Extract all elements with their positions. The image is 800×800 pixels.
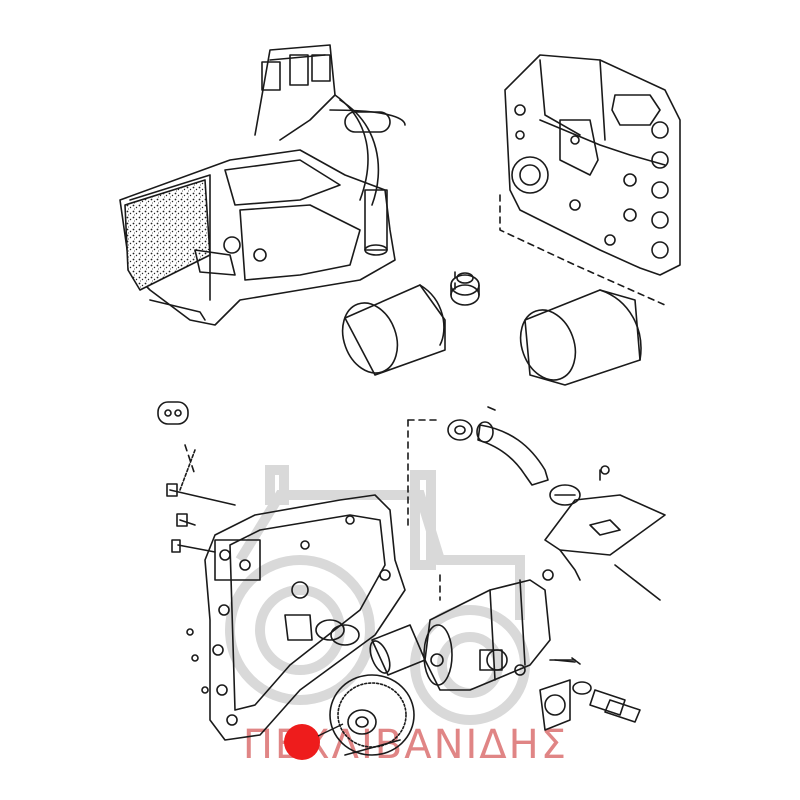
marker-leader-line xyxy=(317,723,344,737)
hydraulic-gear-pump xyxy=(423,579,576,731)
side-cover xyxy=(124,179,211,291)
filter-adapter xyxy=(450,272,480,306)
callout-marker xyxy=(284,723,344,760)
red-dot-icon xyxy=(284,724,320,760)
drive-gear xyxy=(329,674,415,756)
transmission-housing xyxy=(119,44,406,326)
watermark: ΠΕΧΛΙΒΑΝΙΔΗΣ xyxy=(225,465,566,768)
oil-filter xyxy=(341,284,446,376)
assembly-guide-lines xyxy=(454,194,666,306)
spare-oil-filter xyxy=(519,289,642,386)
seal-rings-and-pins xyxy=(554,657,641,723)
lower-assembly-guide-lines xyxy=(184,419,441,601)
hydraulic-valve-block xyxy=(504,54,681,276)
suction-pipe xyxy=(447,419,581,581)
connector-plate xyxy=(157,401,196,491)
bracket-plate xyxy=(544,494,666,601)
hydraulic-pump-cover-plate xyxy=(204,494,406,741)
